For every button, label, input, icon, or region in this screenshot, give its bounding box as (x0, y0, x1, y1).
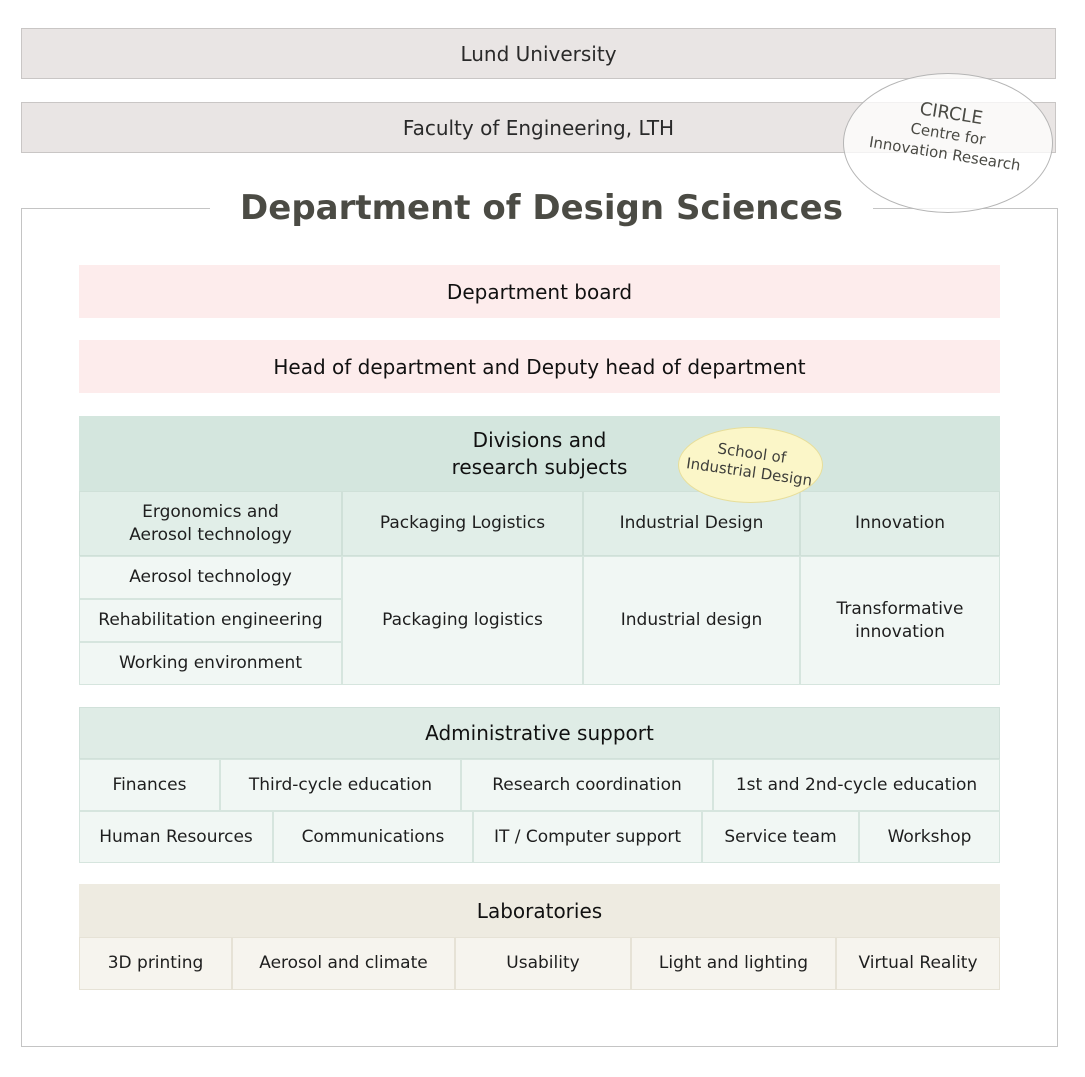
admin-research-coordination: Research coordination (461, 759, 713, 811)
subject-aerosol-technology: Aerosol technology (79, 556, 342, 599)
lab-3d-printing: 3D printing (79, 937, 232, 990)
labs-header: Laboratories (79, 884, 1000, 937)
lab-usability: Usability (455, 937, 631, 990)
subject-working-environment: Working environment (79, 642, 342, 685)
admin-communications: Communications (273, 811, 473, 863)
division-innovation: Innovation (800, 491, 1000, 556)
divisions-header-line1: Divisions and (472, 427, 607, 452)
school-ellipse (678, 427, 823, 503)
divisions-header: Divisions and research subjects (79, 416, 1000, 491)
university-box: Lund University (21, 28, 1056, 79)
division-ergonomics: Ergonomics and Aerosol technology (79, 491, 342, 556)
admin-header: Administrative support (79, 707, 1000, 759)
division-ergonomics-line1: Ergonomics and (142, 501, 279, 522)
head-of-department: Head of department and Deputy head of de… (79, 340, 1000, 393)
subject-transformative-innovation: Transformative innovation (800, 556, 1000, 685)
subject-rehabilitation-engineering: Rehabilitation engineering (79, 599, 342, 642)
circle-ellipse (843, 73, 1053, 213)
division-ergonomics-line2: Aerosol technology (129, 524, 292, 545)
subject-transformative-line2: innovation (855, 621, 945, 642)
admin-it-support: IT / Computer support (473, 811, 702, 863)
admin-first-second-cycle-education: 1st and 2nd-cycle education (713, 759, 1000, 811)
subject-packaging-logistics: Packaging logistics (342, 556, 583, 685)
divisions-header-line2: research subjects (451, 454, 628, 479)
department-title: Department of Design Sciences (210, 183, 873, 233)
lab-light-lighting: Light and lighting (631, 937, 836, 990)
admin-human-resources: Human Resources (79, 811, 273, 863)
lab-virtual-reality: Virtual Reality (836, 937, 1000, 990)
division-packaging-logistics: Packaging Logistics (342, 491, 583, 556)
admin-service-team: Service team (702, 811, 859, 863)
department-board: Department board (79, 265, 1000, 318)
admin-workshop: Workshop (859, 811, 1000, 863)
lab-aerosol-climate: Aerosol and climate (232, 937, 455, 990)
faculty-label: Faculty of Engineering, LTH (402, 115, 675, 140)
admin-third-cycle-education: Third-cycle education (220, 759, 461, 811)
admin-finances: Finances (79, 759, 220, 811)
university-label: Lund University (460, 41, 617, 66)
subject-transformative-line1: Transformative (836, 598, 964, 619)
division-industrial-design: Industrial Design (583, 491, 800, 556)
subject-industrial-design: Industrial design (583, 556, 800, 685)
